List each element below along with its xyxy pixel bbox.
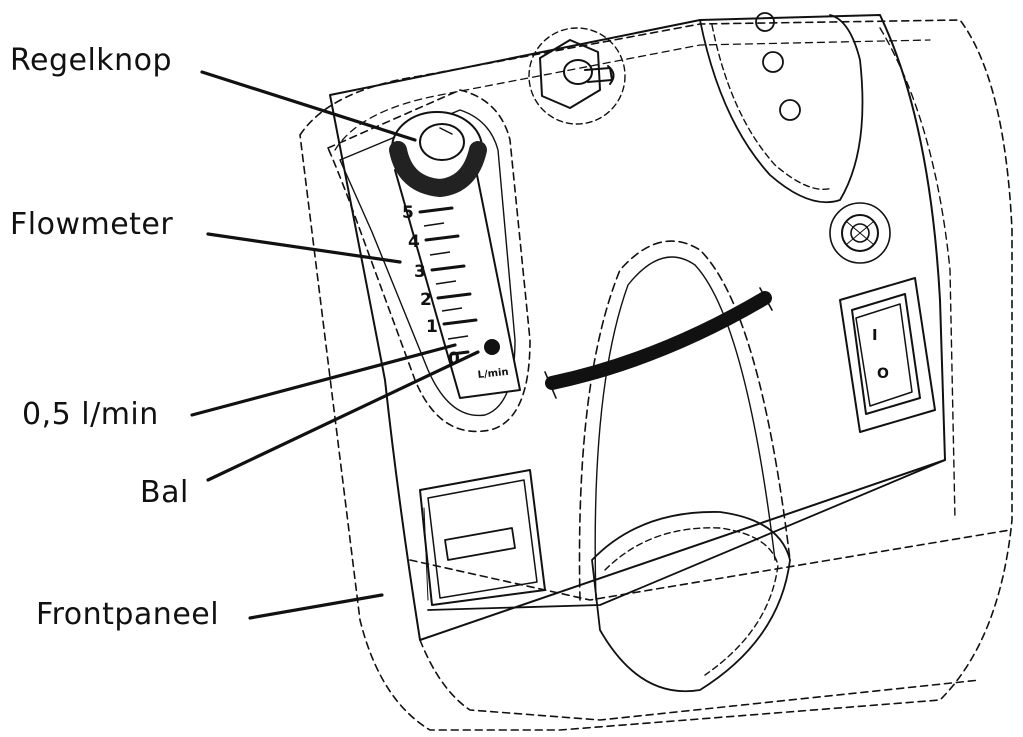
label-regelknop: Regelknop <box>10 43 173 78</box>
flowmeter-minor-ticks <box>423 222 469 340</box>
scale-tick-4: 4 <box>408 232 420 252</box>
indicator-led-2 <box>762 51 784 73</box>
flowmeter-scale-numbers: 5 4 3 2 1 0 <box>402 203 460 369</box>
scale-tick-5: 5 <box>402 203 414 223</box>
flowmeter-float-ball <box>484 339 500 355</box>
label-frontpaneel: Frontpaneel <box>36 597 220 632</box>
scale-tick-1: 1 <box>426 317 438 337</box>
base-shelf <box>409 529 1011 601</box>
scale-tick-3: 3 <box>414 262 426 282</box>
housing-outline <box>299 19 1013 731</box>
label-bal: Bal <box>140 475 189 510</box>
base-shelf-lower <box>419 639 981 721</box>
humidifier-connector <box>829 202 891 264</box>
handle-bar <box>545 291 772 390</box>
scale-tick-2: 2 <box>420 290 432 310</box>
flowmeter-recess-inner <box>339 109 516 417</box>
oxygen-outlet-fitting <box>528 27 626 125</box>
leader-bal <box>206 350 480 482</box>
indicator-led-3 <box>779 99 801 121</box>
carry-handle-inner <box>594 256 776 601</box>
flowmeter-graduations <box>418 206 478 356</box>
flowmeter-recess <box>327 89 531 433</box>
leader-regelknop <box>200 70 417 142</box>
handle-bar-outline <box>544 287 773 399</box>
housing-right-edge <box>879 27 956 521</box>
label-flowmeter: Flowmeter <box>10 207 174 242</box>
carry-handle-arch <box>578 240 791 601</box>
label-flow-value: 0,5 l/min <box>22 397 159 432</box>
scale-tick-0: 0 <box>448 349 460 369</box>
bottom-tray <box>591 511 791 693</box>
leader-flow-value <box>190 343 457 417</box>
indicator-led-1 <box>755 12 775 32</box>
power-switch <box>839 277 936 433</box>
filter-slot <box>419 469 546 606</box>
base-front-line <box>427 459 946 611</box>
housing-inner-edge <box>334 39 931 151</box>
bottom-tray-dashed <box>604 527 779 676</box>
leader-flowmeter <box>206 232 402 264</box>
indicator-panel <box>699 14 864 204</box>
switch-on-mark: I <box>872 326 878 344</box>
indicator-panel-inner <box>711 24 833 190</box>
leader-frontpaneel <box>248 593 384 620</box>
control-knob <box>389 111 487 197</box>
front-face <box>329 14 946 641</box>
switch-off-mark: O <box>877 366 889 382</box>
flowmeter-unit: L/min <box>477 367 509 381</box>
